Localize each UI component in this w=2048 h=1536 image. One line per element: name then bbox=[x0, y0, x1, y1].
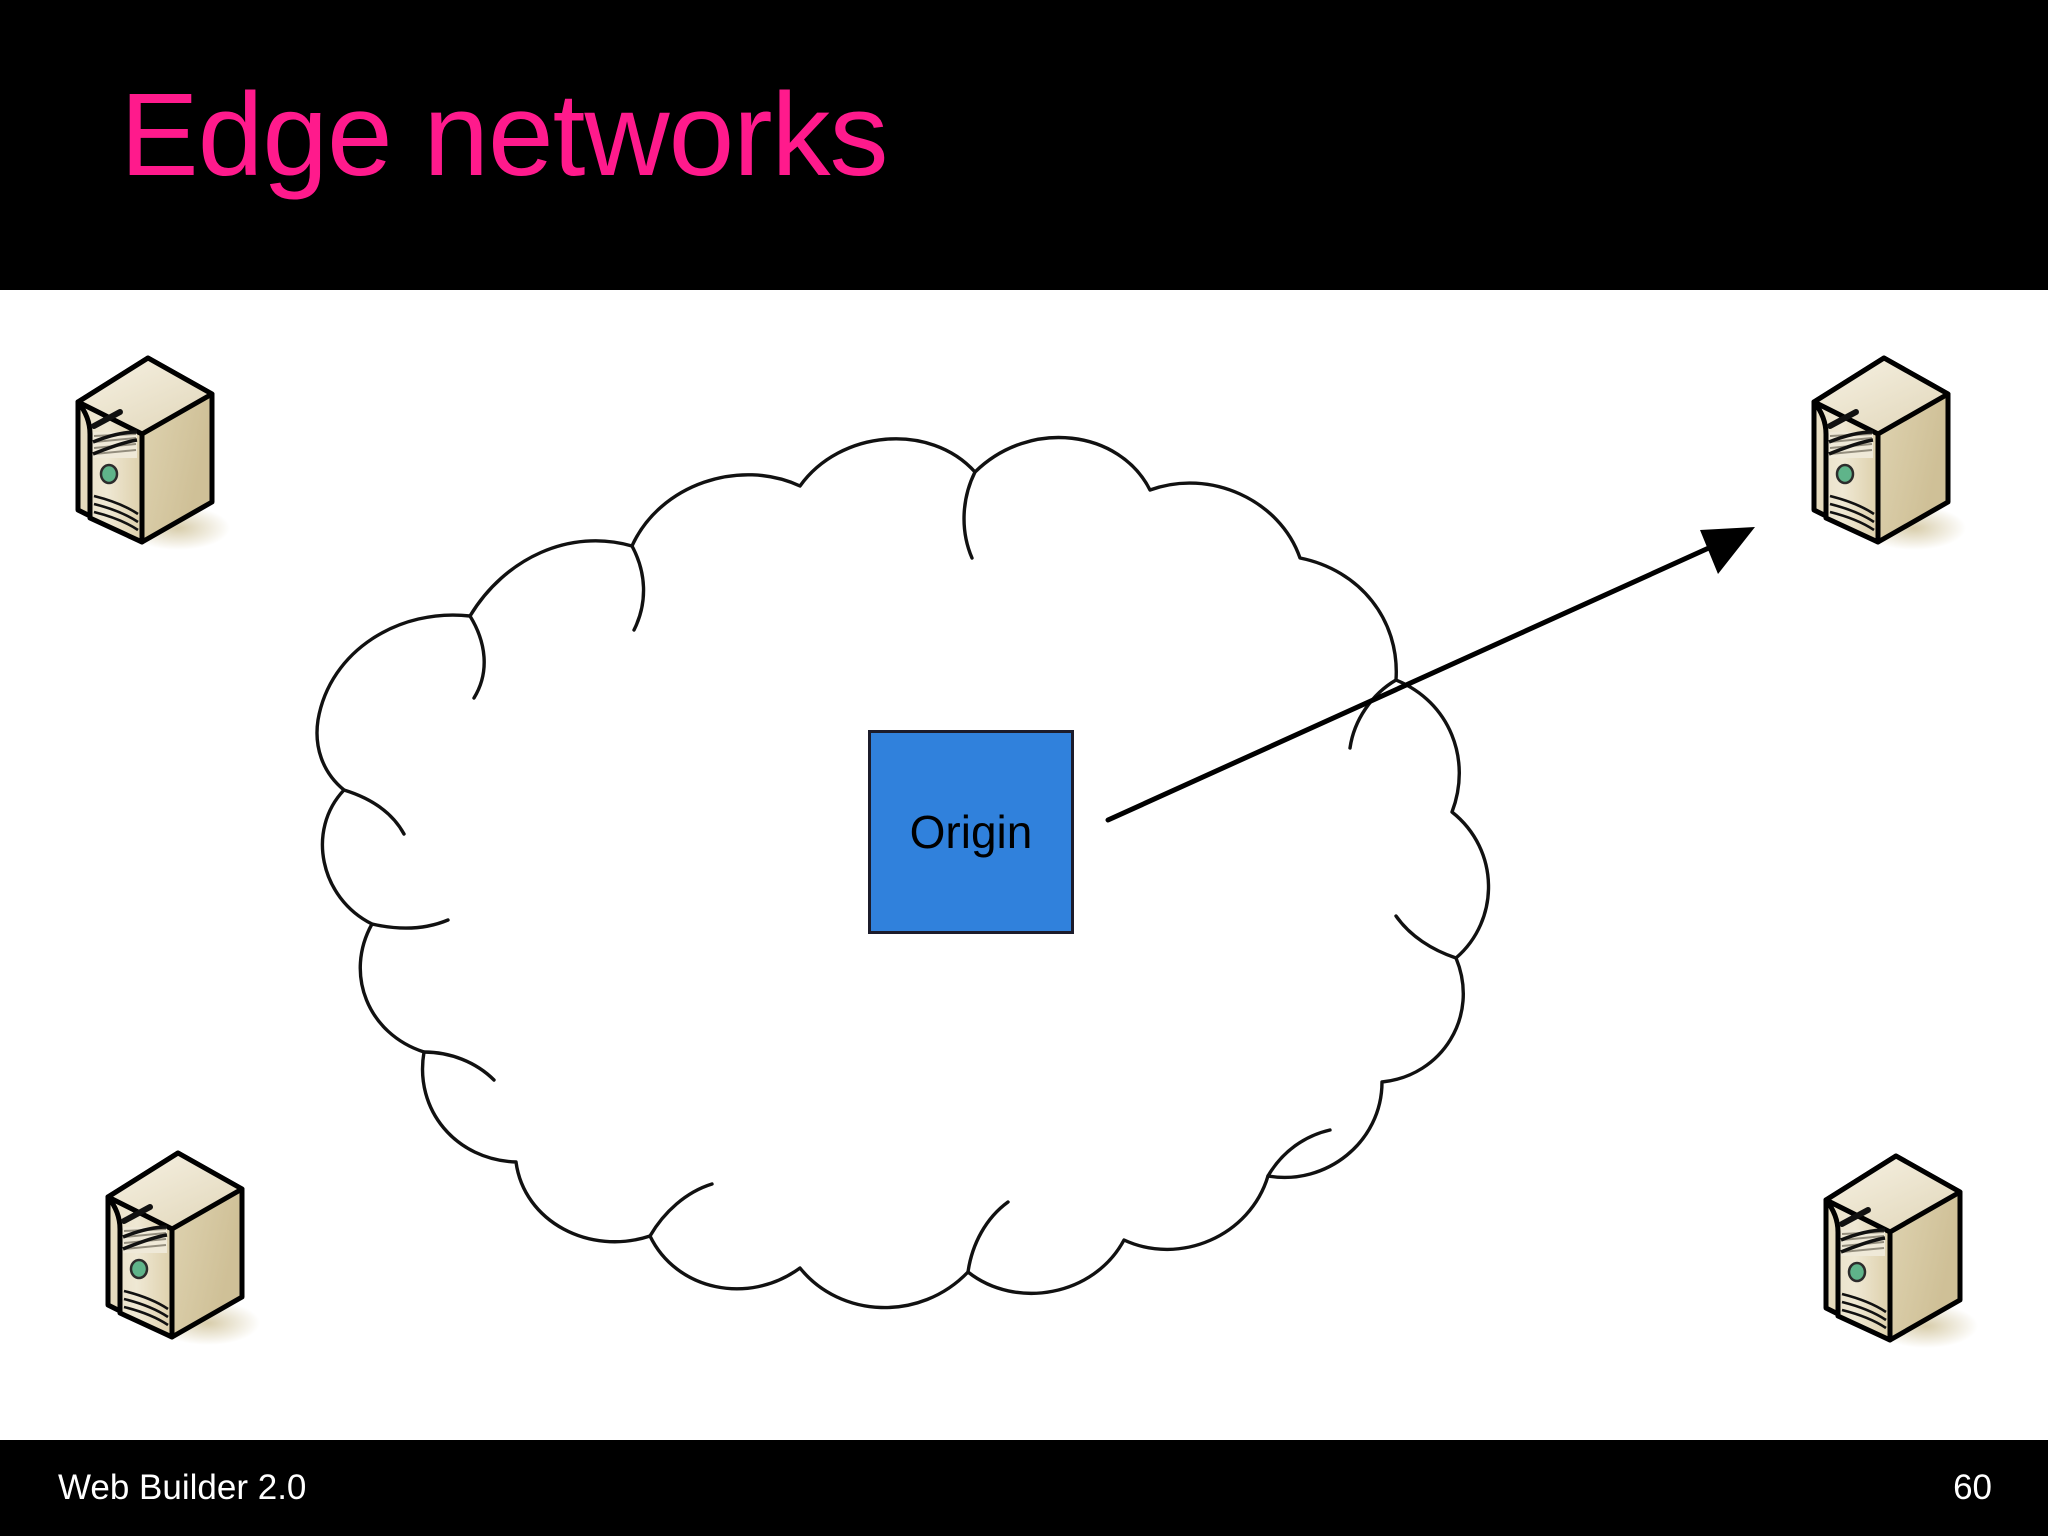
edge-server-bottom-right-icon[interactable] bbox=[1808, 1148, 1978, 1363]
diagram-canvas: Origin bbox=[0, 290, 2048, 1440]
origin-node[interactable]: Origin bbox=[868, 730, 1074, 934]
footer-brand-label: Web Builder 2.0 bbox=[58, 1468, 307, 1507]
origin-label: Origin bbox=[909, 806, 1033, 858]
title-bar: Edge networks bbox=[0, 0, 2048, 290]
footer-bar: Web Builder 2.0 60 bbox=[0, 1440, 2048, 1536]
slide-page-number: 60 bbox=[1953, 1468, 1992, 1507]
edge-server-top-right-icon[interactable] bbox=[1796, 350, 1966, 565]
edge-server-top-left-icon[interactable] bbox=[60, 350, 230, 565]
edge-server-bottom-left-icon[interactable] bbox=[90, 1145, 260, 1360]
page-title: Edge networks bbox=[120, 69, 889, 201]
origin-to-edge-arrow bbox=[1105, 527, 1755, 823]
